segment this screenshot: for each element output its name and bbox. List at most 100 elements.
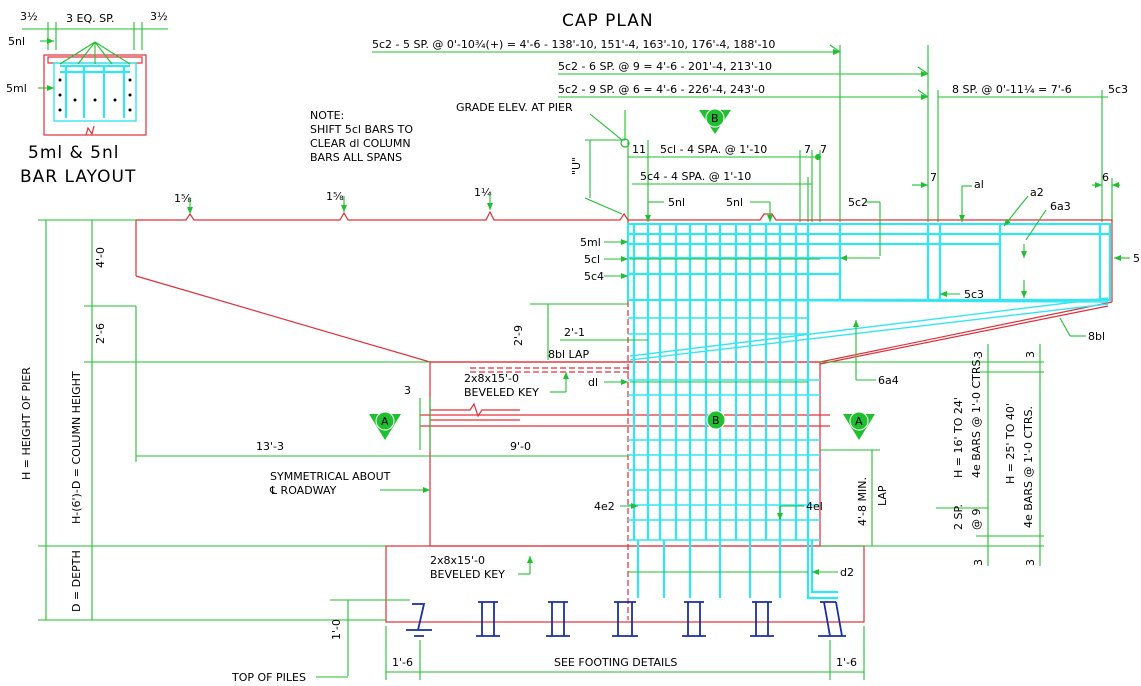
layout-title-line1: 5ml & 5nl [28, 143, 119, 163]
h-25-40: H = 25' TO 40' [1004, 403, 1017, 484]
left-dimensions: 4'-0 2'-6 H = HEIGHT OF PIER H-(6')-D = … [20, 186, 493, 621]
label-d2: d2 [840, 566, 854, 579]
top-of-piles: TOP OF PILES [231, 671, 306, 684]
dim-7a: 7 [804, 143, 811, 156]
slope-3: 1¼ [474, 186, 492, 199]
h-16-24: H = 16' TO 24' [952, 397, 965, 478]
section-a-marker-left: A [369, 411, 401, 440]
dim-4-0: 4'-0 [94, 247, 107, 268]
right-dimensions: 3 3 H = 16' TO 24' 4e BARS @ 1'-0 CTRS. … [820, 344, 1044, 566]
cap-plan-title: CAP PLAN [562, 11, 654, 31]
spacing-c4-row: 5c4 - 4 SPA. @ 1'-10 [640, 170, 751, 183]
slope-1: 1⅝ [174, 192, 192, 205]
label-5c4: 5c4 [584, 270, 604, 283]
footing-outline [385, 545, 865, 623]
section-b-label-top: B [711, 112, 719, 125]
pile-5 [682, 601, 706, 637]
dim-7c: 7 [930, 171, 937, 184]
rebar-labels: 5nl 5nl 5c2 al a2 6a3 5ml 5cl 5c4 5c3 8b… [580, 178, 1105, 579]
section-b-label-mid: B [712, 414, 720, 427]
dim-2-6: 2'-6 [94, 323, 107, 344]
bar-layout-detail: 3½ 3 EQ. SP. 3½ 5nl 5ml 5ml & 5nl BAR LA… [6, 10, 168, 187]
label-6a3: 6a3 [1050, 200, 1071, 213]
pile-3 [546, 601, 570, 637]
column-height: H-(6')-D = COLUMN HEIGHT [70, 371, 83, 524]
key-top-2: BEVELED KEY [464, 386, 539, 399]
label-5ml: 5ml [580, 236, 601, 249]
label-5cl: 5cl [584, 253, 600, 266]
spacing-cl-row: 5cl - 4 SPA. @ 1'-10 [660, 143, 767, 156]
dim-8bl-lap: 8bl LAP [548, 348, 589, 361]
key-top-1: 2x8x15'-0 [464, 372, 519, 385]
label-5nl-a: 5nl [668, 196, 685, 209]
dim-7b: 7 [820, 143, 827, 156]
spacing-row3: 5c2 - 9 SP. @ 6 = 4'-6 - 226'-4, 243'-0 [558, 83, 765, 96]
pile-2 [476, 601, 500, 637]
detail-bar-5nl: 5nl [8, 35, 25, 48]
spacing-row4: 8 SP. @ 0'-11¼ = 7'-6 [952, 83, 1072, 96]
label-5nl-b: 5nl [726, 196, 743, 209]
layout-title-line2: BAR LAYOUT [20, 167, 136, 187]
dim-9-0: 9'-0 [510, 440, 531, 453]
note-block: NOTE: SHIFT 5cl BARS TO CLEAR dl COLUMN … [310, 109, 413, 164]
detail-bar-5ml: 5ml [6, 82, 27, 95]
dim-1-6b: 1'-6 [836, 656, 857, 669]
pile-6 [750, 601, 774, 637]
dim-2-1: 2'-1 [564, 326, 585, 339]
detail-left-dim: 3½ [20, 10, 38, 23]
key-bot-1: 2x8x15'-0 [430, 554, 485, 567]
dim-3: 3 [404, 384, 411, 397]
dim-13-3: 13'-3 [256, 440, 284, 453]
dim-u: "U" [570, 157, 583, 175]
label-8bl: 8bl [1088, 330, 1105, 343]
bars-1-0-a: 4e BARS @ 1'-0 CTRS. [970, 356, 983, 478]
dim-11: 11 [632, 143, 646, 156]
spacing-row2: 5c2 - 6 SP. @ 9 = 4'-6 - 201'-4, 213'-10 [558, 60, 772, 73]
dim-6: 6 [1102, 171, 1109, 184]
label-5c2: 5c2 [848, 196, 868, 209]
right-3c: 3 [972, 559, 985, 566]
section-a-marker-right: A [843, 411, 875, 440]
middle-dimensions: 2'-9 2'-1 8bl LAP 2x8x15'-0 BEVELED KEY … [135, 303, 865, 684]
label-5c3: 5c3 [964, 288, 984, 301]
spacing-row4-bar: 5c3 [1108, 83, 1128, 96]
pile-1 [406, 603, 432, 637]
lap: LAP [876, 485, 889, 506]
label-a2: a2 [1030, 186, 1044, 199]
label-dl: dl [588, 376, 598, 389]
piles [406, 601, 846, 637]
symmetrical-1: SYMMETRICAL ABOUT [270, 470, 391, 483]
right-3d: 3 [1024, 559, 1037, 566]
note-line1: NOTE: [310, 109, 344, 122]
pile-4 [612, 601, 638, 637]
section-a-label-left: A [381, 415, 389, 428]
label-al: al [974, 178, 984, 191]
section-b-marker-mid: B [706, 410, 726, 430]
detail-right-dim: 3½ [150, 10, 168, 23]
slope-2: 1⅝ [326, 190, 344, 203]
right-3a: 3 [972, 351, 985, 358]
spacing-dimensions: 5c2 - 5 SP. @ 0'-10¾(+) = 4'-6 - 138'-10… [372, 38, 1140, 265]
note-line2: SHIFT 5cl BARS TO [310, 123, 413, 136]
key-bot-2: BEVELED KEY [430, 568, 505, 581]
pier-height: H = HEIGHT OF PIER [20, 367, 33, 480]
bars-1-0-b: 4e BARS @ 1'-0 CTRS. [1022, 406, 1035, 528]
symmetrical-2: ℄ ROADWAY [269, 484, 337, 497]
detail-mid-dim: 3 EQ. SP. [66, 12, 115, 25]
see-footing-details: SEE FOOTING DETAILS [554, 656, 677, 669]
rebar-cage [626, 222, 1112, 600]
grade-elevation: GRADE ELEV. AT PIER [456, 101, 630, 148]
grade-elev-label: GRADE ELEV. AT PIER [456, 101, 573, 114]
spacing-row1: 5c2 - 5 SP. @ 0'-10¾(+) = 4'-6 - 138'-10… [372, 38, 775, 51]
at-9: @ 9 [970, 509, 983, 531]
note-line4: BARS ALL SPANS [310, 151, 402, 164]
label-4e2: 4e2 [594, 500, 615, 513]
section-a-label-right: A [855, 415, 863, 428]
right-3b: 3 [1024, 351, 1037, 358]
label-4el: 4el [806, 500, 823, 513]
dim-2-9: 2'-9 [512, 325, 525, 346]
section-b-marker-top: B [699, 108, 731, 134]
dim-1-6a: 1'-6 [392, 656, 413, 669]
dim-5: 5 [1133, 252, 1140, 265]
